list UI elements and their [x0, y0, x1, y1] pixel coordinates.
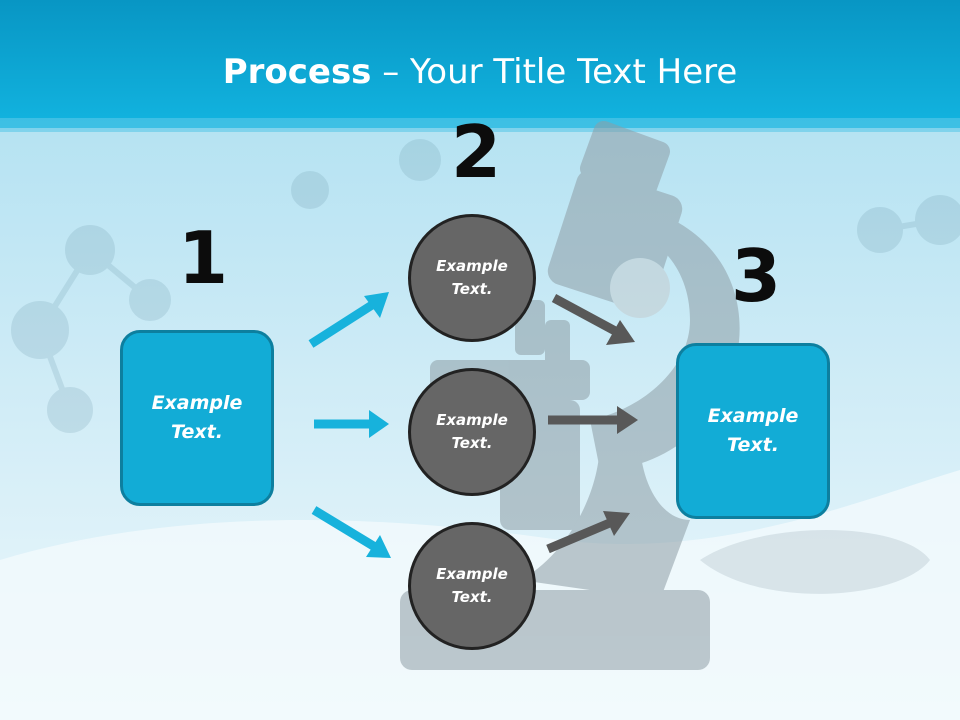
- arrow-blue-down-head: [366, 535, 391, 558]
- step-number-3: 3: [731, 234, 782, 318]
- arrow-gray-down: [551, 294, 620, 336]
- circle-top-label: Example Text.: [436, 257, 508, 298]
- slide-title: Process – Your Title Text Here: [0, 52, 960, 92]
- circle-bottom-label: Example Text.: [436, 565, 508, 606]
- arrow-gray-up: [546, 517, 614, 554]
- step-1-box: Example Text.: [120, 330, 274, 506]
- step-1-label: Example Text.: [151, 392, 243, 443]
- step-2-circle-middle: Example Text.: [408, 368, 536, 496]
- circle-middle-label: Example Text.: [436, 411, 508, 452]
- step-3-box: Example Text.: [676, 343, 830, 519]
- arrow-blue-straight-head: [369, 410, 389, 438]
- arrow-blue-up: [308, 301, 375, 348]
- arrow-gray-up-head: [603, 511, 630, 536]
- arrow-blue-up-head: [364, 292, 389, 318]
- arrow-blue-down: [311, 506, 378, 551]
- title-bold: Process: [222, 52, 372, 92]
- step-number-1: 1: [178, 216, 229, 300]
- step-number-2: 2: [451, 110, 502, 194]
- step-3-label: Example Text.: [707, 405, 799, 456]
- arrow-gray-straight-head: [617, 406, 638, 434]
- step-2-circle-bottom: Example Text.: [408, 522, 536, 650]
- title-rest: – Your Title Text Here: [371, 52, 738, 92]
- step-2-circle-top: Example Text.: [408, 214, 536, 342]
- arrow-gray-down-head: [606, 320, 635, 345]
